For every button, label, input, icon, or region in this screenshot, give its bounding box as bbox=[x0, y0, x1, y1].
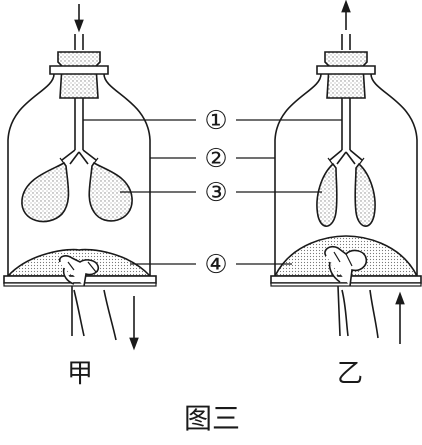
base-plate-lower bbox=[3, 282, 157, 287]
balloon-right bbox=[88, 161, 133, 222]
stopper bbox=[57, 51, 101, 99]
label-3: ③ bbox=[204, 178, 227, 208]
panel-caption-yi: 乙 bbox=[337, 359, 363, 389]
balloon-left bbox=[316, 162, 338, 227]
balloon-right bbox=[354, 162, 376, 227]
hand bbox=[324, 245, 379, 339]
leader-lines bbox=[83, 119, 342, 265]
bell-jar bbox=[274, 73, 418, 282]
panel-caption-jia: 甲 bbox=[67, 359, 93, 389]
label-1: ① bbox=[204, 106, 227, 136]
y-branch bbox=[61, 149, 97, 165]
inner-tube bbox=[341, 98, 351, 150]
part-labels: ① ② ③ ④ bbox=[204, 106, 227, 280]
hand-wrist bbox=[341, 289, 349, 337]
neck-ring bbox=[316, 65, 376, 75]
tube-top bbox=[341, 34, 351, 50]
stopper bbox=[324, 51, 368, 99]
bell-jar bbox=[7, 73, 151, 282]
panel-yi bbox=[270, 0, 422, 344]
figure-caption: 图三 bbox=[184, 402, 240, 435]
tube-top bbox=[74, 34, 84, 50]
finger-lines bbox=[67, 261, 97, 273]
inner-tube bbox=[74, 98, 84, 150]
label-2: ② bbox=[204, 144, 227, 174]
finger-lines bbox=[333, 251, 353, 267]
base-plate-lower bbox=[270, 282, 422, 287]
y-branch bbox=[329, 149, 363, 165]
hand bbox=[58, 255, 117, 341]
balloon-left bbox=[21, 161, 70, 223]
hand-wrist bbox=[73, 289, 85, 337]
panel-jia bbox=[3, 4, 157, 351]
label-4: ④ bbox=[204, 250, 227, 280]
neck-ring bbox=[49, 65, 109, 75]
